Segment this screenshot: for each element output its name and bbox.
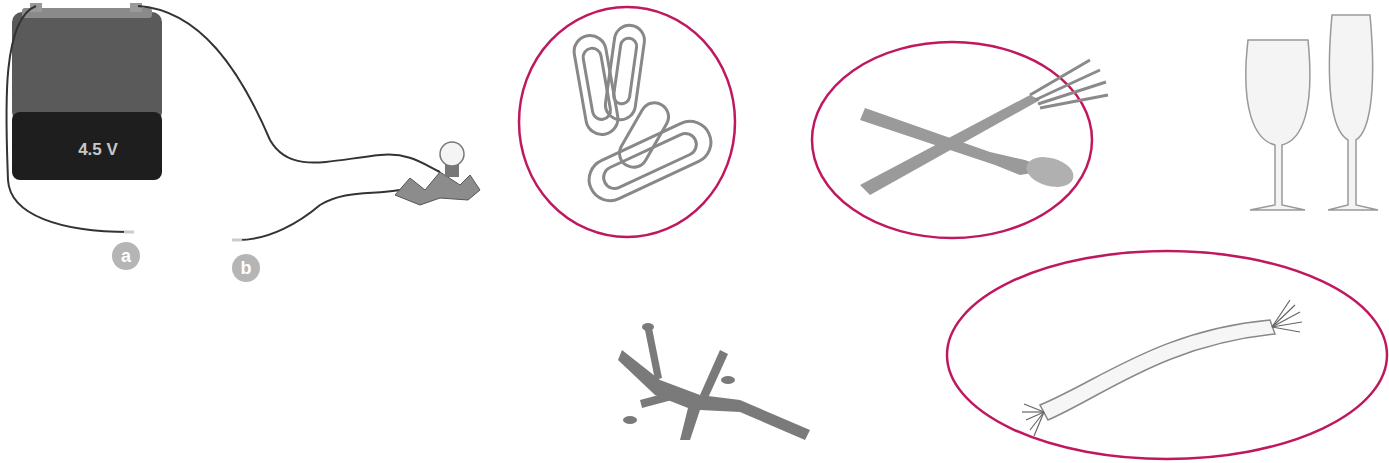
terminal (130, 3, 142, 12)
battery-body (12, 12, 162, 122)
bulb (440, 142, 464, 166)
wire (138, 6, 440, 172)
glasses (1246, 15, 1378, 210)
callout-letter: b (241, 259, 252, 277)
bulb-holder (395, 142, 480, 205)
twig (618, 323, 810, 440)
wire-end (124, 231, 134, 234)
wire (6, 6, 130, 232)
paper-clips (572, 23, 718, 207)
wire (238, 190, 400, 240)
battery-base (12, 112, 162, 180)
highlight-ring (812, 42, 1092, 238)
wire-piece (1022, 300, 1302, 436)
highlight-ring (947, 251, 1387, 459)
callout-circle: a (112, 242, 140, 270)
cutlery (860, 60, 1108, 195)
wire-end (232, 239, 242, 242)
callout-circle: b (232, 254, 260, 282)
highlight-ring (519, 7, 735, 237)
callout-letter: a (121, 247, 131, 265)
battery (12, 3, 162, 180)
battery-voltage: 4.5 V (78, 140, 118, 160)
